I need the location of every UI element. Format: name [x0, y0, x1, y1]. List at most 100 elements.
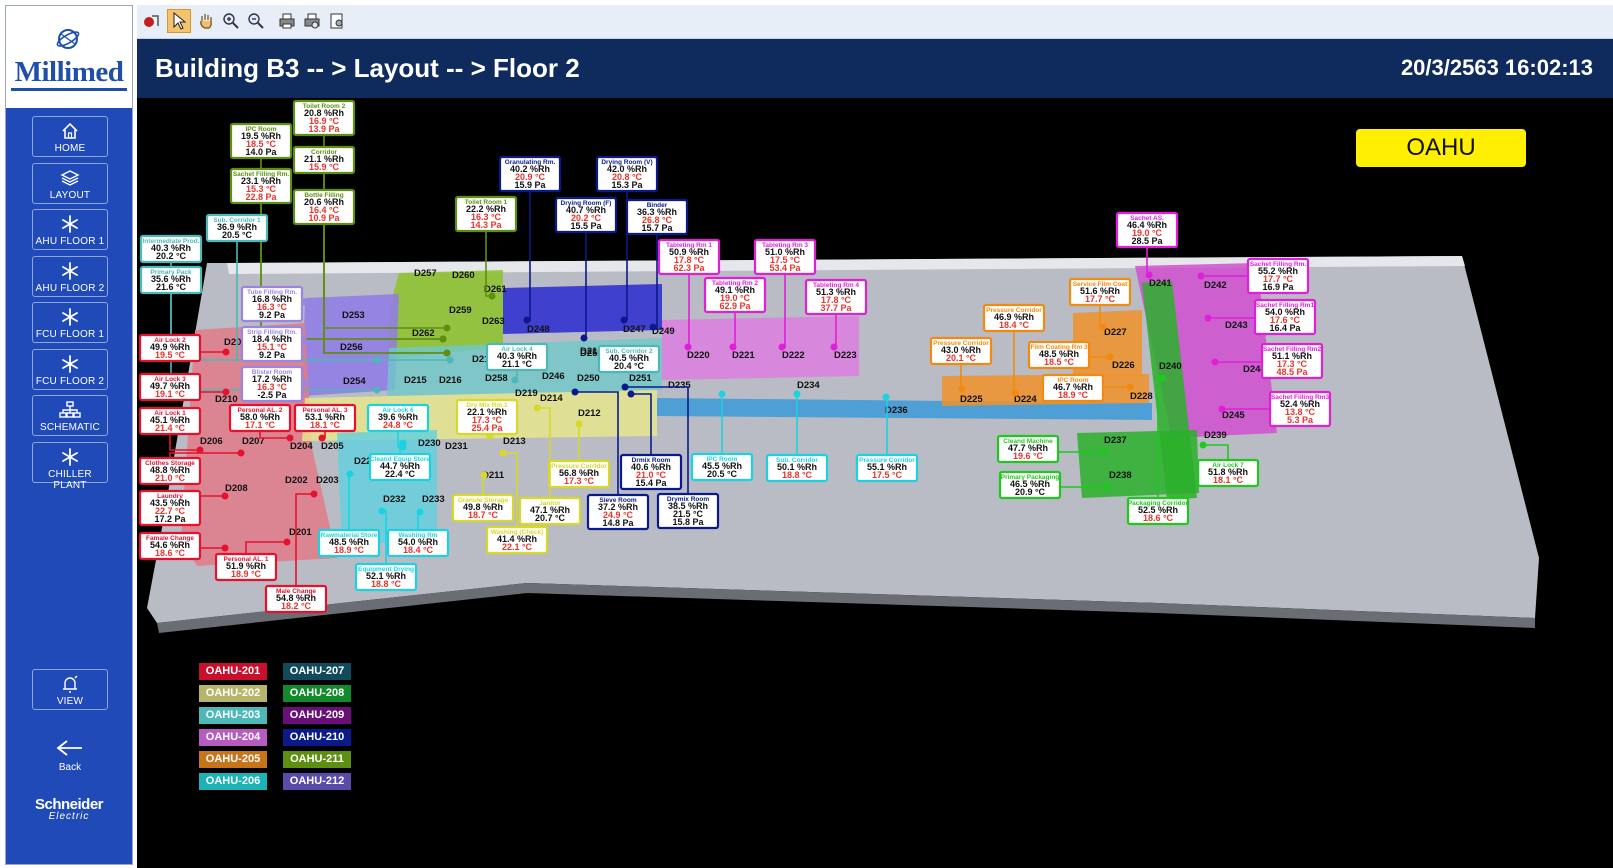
ahu-floor-1-button[interactable]: AHU FLOOR 1 — [32, 209, 108, 250]
zone-oahu-208-strip — [1142, 281, 1197, 500]
view-button[interactable]: VIEW — [32, 669, 108, 710]
print-preview-icon[interactable] — [300, 9, 324, 33]
unit-label[interactable]: OAHU — [1356, 129, 1526, 167]
sensor-humidity: 44.7 %Rh — [380, 461, 420, 471]
room-label-d227: D227 — [1104, 327, 1127, 338]
sensor-name: Intermediate Prod. — [142, 238, 199, 245]
sensor-humidity: 47.7 %Rh — [1008, 443, 1048, 453]
view-label: VIEW — [56, 696, 84, 707]
sensor-name: Famale Change — [146, 535, 194, 542]
ahu-floor-2-button[interactable]: AHU FLOOR 2 — [32, 256, 108, 297]
home-button[interactable]: HOME — [32, 116, 108, 157]
legend-oahu-206: OAHU-206 — [199, 773, 267, 790]
sensor-temperature: 20.5 °C — [222, 230, 253, 240]
sensor-box — [1126, 496, 1190, 526]
snowflake-icon — [33, 447, 107, 467]
zoom-in-icon[interactable] — [219, 9, 243, 33]
zoom-out-icon[interactable] — [244, 9, 268, 33]
sensor-temperature: 20.5 °C — [707, 469, 738, 479]
layout-button[interactable]: LAYOUT — [32, 163, 108, 204]
zone-oahu-204 — [662, 316, 859, 380]
sensor-temperature: 19.0 °C — [720, 293, 751, 303]
sensor-pressure: 9.2 Pa — [259, 310, 286, 320]
sensor-temperature: 22.7 °C — [155, 506, 186, 516]
chiller-plant-button[interactable]: CHILLER PLANT — [32, 442, 108, 491]
schematic-button[interactable]: SCHEMATIC — [32, 395, 108, 436]
sensor-name: Cleand Machine — [1003, 438, 1053, 445]
page-setup-icon[interactable] — [325, 9, 349, 33]
sensor-box — [690, 452, 754, 482]
sensor-point-icon — [416, 508, 424, 516]
sensor-humidity: 54.0 %Rh — [1265, 307, 1305, 317]
sensor-temperature: 20.4 °C — [614, 361, 645, 371]
pan-hand-icon[interactable] — [194, 9, 218, 33]
fcu-floor-2-button[interactable]: FCU FLOOR 2 — [32, 349, 108, 390]
sensor-humidity: 48.5 %Rh — [1039, 349, 1079, 359]
exit-tool-icon[interactable] — [139, 9, 163, 33]
sensor-box — [138, 406, 202, 436]
sensor-humidity: 40.3 %Rh — [497, 351, 537, 361]
print-icon[interactable] — [275, 9, 299, 33]
back-button[interactable]: Back — [32, 736, 108, 776]
sensor-box — [998, 470, 1062, 500]
fcu-floor-1-button[interactable]: FCU FLOOR 1 — [32, 302, 108, 343]
select-pointer-icon[interactable] — [167, 9, 191, 33]
